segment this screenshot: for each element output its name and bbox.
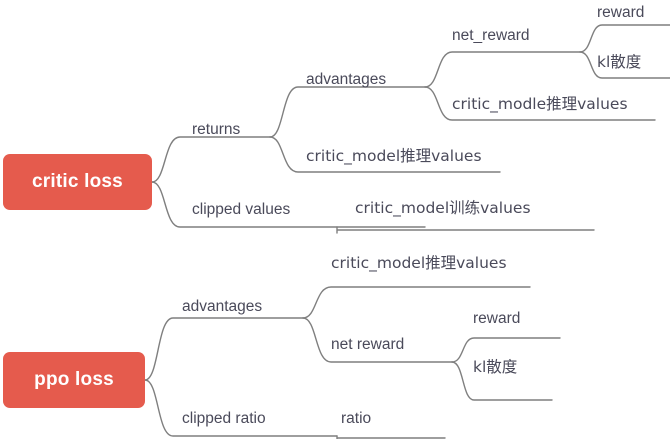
root-node-critic-loss[interactable]: critic loss (3, 154, 152, 210)
node-critic-modle-inference-values[interactable]: critic_modle推理values (452, 95, 628, 113)
connector-advantages-down (424, 86, 656, 121)
node-ppo-critic-model-inference-values[interactable]: critic_model推理values (331, 254, 507, 272)
connector-returns-down (269, 136, 501, 173)
node-critic-model-training-values[interactable]: critic_model训练values (355, 199, 531, 217)
node-ppo-kl-divergence[interactable]: kl散度 (473, 358, 518, 376)
connector-ppo-root-up (144, 317, 304, 381)
node-critic-clipped-values[interactable]: clipped values (192, 201, 291, 218)
root-node-critic-loss-label: critic loss (32, 171, 123, 192)
connector-ppo-root-down (144, 379, 338, 437)
node-ppo-clipped-ratio[interactable]: clipped ratio (182, 410, 266, 427)
connector-critic-train-stub (336, 226, 595, 234)
connector-advantages-up (424, 51, 581, 88)
connector-ppo-net-down (451, 361, 553, 401)
connector-critic-root-up (151, 136, 271, 183)
connector-netreward-down (579, 51, 670, 79)
node-critic-net-reward[interactable]: net_reward (452, 27, 530, 44)
root-node-ppo-loss-label: ppo loss (34, 369, 114, 390)
connector-ppo-adv-down (302, 317, 453, 363)
node-ppo-ratio[interactable]: ratio (341, 410, 372, 427)
node-ppo-advantages[interactable]: advantages (182, 298, 263, 315)
connector-returns-up (269, 86, 426, 138)
node-critic-returns[interactable]: returns (192, 121, 241, 138)
connector-critic-root-down (151, 181, 426, 228)
root-node-ppo-loss[interactable]: ppo loss (3, 352, 145, 408)
node-ppo-reward[interactable]: reward (473, 310, 521, 327)
connector-ppo-net-up (451, 337, 561, 363)
node-critic-model-inference-values[interactable]: critic_model推理values (306, 147, 482, 165)
node-ppo-net-reward[interactable]: net reward (331, 336, 405, 353)
node-critic-kl-divergence[interactable]: kl散度 (597, 53, 642, 71)
connector-netreward-up (579, 24, 670, 53)
connector-ppo-adv-up (302, 286, 531, 319)
node-critic-reward[interactable]: reward (597, 4, 645, 21)
node-critic-advantages[interactable]: advantages (306, 71, 387, 88)
